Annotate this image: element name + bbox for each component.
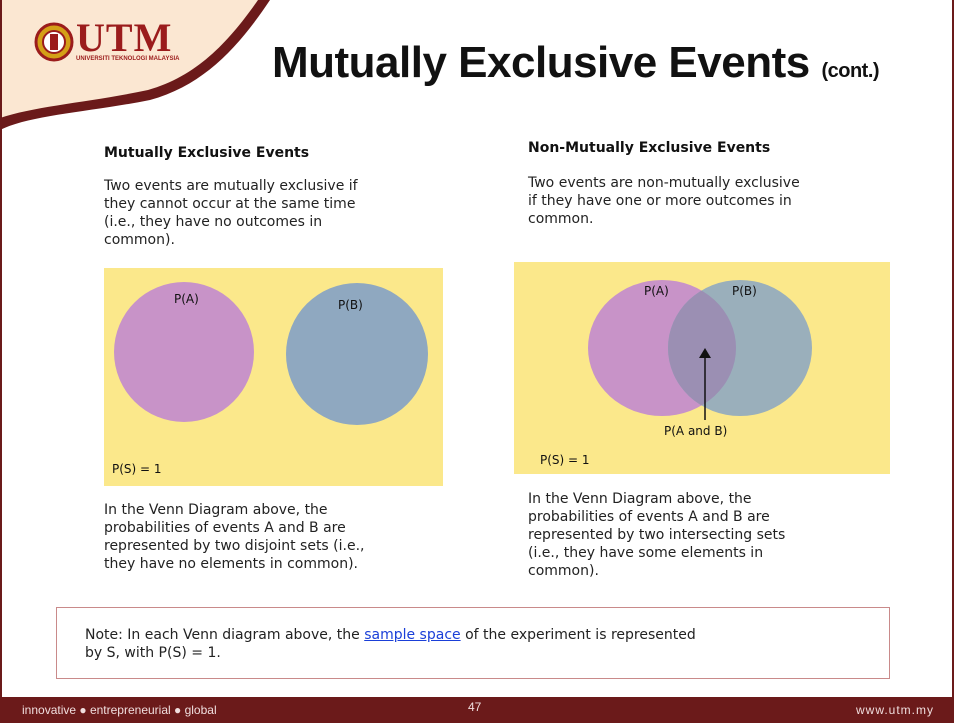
intersection-region [668, 280, 736, 416]
set-b-circle [286, 283, 428, 425]
note-text: Note: In each Venn diagram above, the sa… [85, 626, 845, 662]
left-description-line: (i.e., they have no outcomes in [104, 214, 323, 230]
note-box: Note: In each Venn diagram above, the sa… [56, 607, 890, 679]
page-number: 47 [468, 700, 482, 714]
footer-tagline: innovative ● entrepreneurial ● global [22, 703, 217, 717]
arrow-up-icon [699, 348, 711, 358]
left-label-b: P(B) [338, 298, 363, 312]
set-a-circle [114, 282, 254, 422]
page-title: Mutually Exclusive Events (cont.) [272, 38, 880, 88]
utm-logo: UTM UNIVERSITI TEKNOLOGI MALAYSIA [28, 10, 180, 70]
right-label-a: P(A) [644, 284, 669, 298]
left-venn-diagram: P(A) P(B) P(S) = 1 [104, 268, 443, 486]
right-description-line: if they have one or more outcomes in [528, 193, 792, 209]
left-heading: Mutually Exclusive Events [104, 145, 310, 161]
right-description-line: common. [528, 211, 594, 227]
left-description-line: Two events are mutually exclusive if [104, 178, 358, 194]
right-caption-line: In the Venn Diagram above, the [528, 491, 752, 507]
left-description-line: they cannot occur at the same time [104, 196, 356, 212]
right-label-s: P(S) = 1 [540, 453, 590, 467]
right-label-ab: P(A and B) [664, 424, 728, 438]
right-caption-line: (i.e., they have some elements in [528, 545, 764, 561]
logo-subtext: UNIVERSITI TEKNOLOGI MALAYSIA [76, 56, 180, 62]
right-heading: Non-Mutually Exclusive Events [528, 140, 771, 156]
left-caption-line: probabilities of events A and B are [104, 520, 346, 536]
title-suffix: (cont.) [821, 60, 880, 82]
right-label-b: P(B) [732, 284, 757, 298]
title-text: Mutually Exclusive Events [272, 38, 810, 87]
right-venn-diagram: P(A) P(B) P(A and B) P(S) = 1 [514, 262, 890, 474]
right-border [952, 0, 954, 700]
utm-crest-icon [34, 22, 74, 62]
left-description: Two events are mutually exclusive if the… [104, 177, 358, 249]
note-prefix: Note: In each Venn diagram above, the [85, 627, 360, 643]
right-caption-line: represented by two intersecting sets [528, 527, 786, 543]
right-caption-line: common). [528, 563, 599, 579]
note-suffix: of the experiment is represented [465, 627, 696, 643]
footer-website: www.utm.my [855, 703, 934, 717]
left-border [0, 0, 2, 700]
right-caption: In the Venn Diagram above, the probabili… [528, 490, 785, 580]
right-caption-line: probabilities of events A and B are [528, 509, 770, 525]
left-caption-line: they have no elements in common). [104, 556, 358, 572]
left-caption-line: represented by two disjoint sets (i.e., [104, 538, 365, 554]
right-description: Two events are non-mutually exclusive if… [528, 174, 800, 228]
left-description-line: common). [104, 232, 175, 248]
note-line-2: by S, with P(S) = 1. [85, 645, 221, 661]
sample-space-link[interactable]: sample space [364, 627, 461, 643]
left-label-s: P(S) = 1 [112, 462, 162, 476]
left-caption: In the Venn Diagram above, the probabili… [104, 501, 365, 573]
left-caption-line: In the Venn Diagram above, the [104, 502, 328, 518]
right-description-line: Two events are non-mutually exclusive [528, 175, 800, 191]
footer-bar: innovative ● entrepreneurial ● global 47… [0, 697, 954, 723]
left-label-a: P(A) [174, 292, 199, 306]
logo-text: UTM [76, 15, 173, 60]
